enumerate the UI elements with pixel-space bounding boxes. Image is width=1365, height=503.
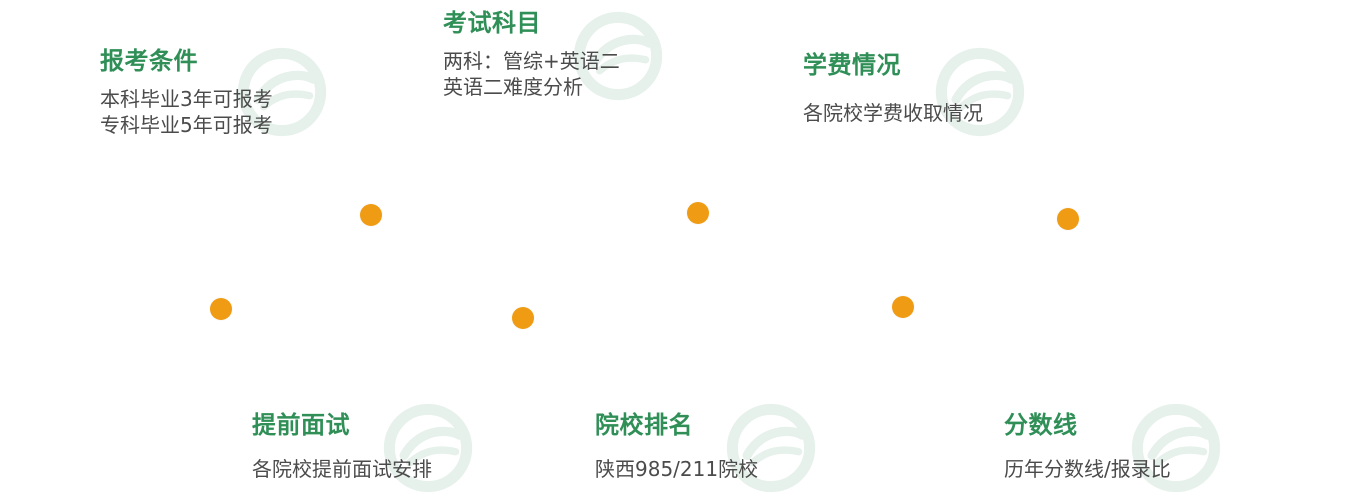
- card-line: 英语二难度分析: [443, 74, 583, 99]
- card-line: 陕西985/211院校: [595, 456, 759, 481]
- timeline-dot: [360, 204, 382, 226]
- timeline-dot: [210, 298, 232, 320]
- card-title: 报考条件: [100, 47, 198, 75]
- card-tuition-fees: 学费情况 各院校学费收取情况: [803, 51, 1063, 126]
- card-lines: 两科：管综+英语二 英语二难度分析: [443, 48, 703, 100]
- card-school-ranking: 院校排名 陕西985/211院校: [595, 411, 855, 482]
- card-score-line: 分数线 历年分数线/报录比: [1004, 411, 1264, 482]
- card-line: 各院校学费收取情况: [803, 100, 983, 125]
- timeline-dot: [1057, 208, 1079, 230]
- card-title: 提前面试: [252, 411, 350, 439]
- card-line: 各院校提前面试安排: [252, 456, 432, 481]
- card-lines: 历年分数线/报录比: [1004, 456, 1264, 482]
- card-line: 专科毕业5年可报考: [100, 112, 273, 137]
- card-exam-subjects: 考试科目 两科：管综+英语二 英语二难度分析: [443, 9, 703, 100]
- card-lines: 各院校学费收取情况: [803, 100, 1063, 126]
- card-application-requirements: 报考条件 本科毕业3年可报考 专科毕业5年可报考: [100, 47, 360, 138]
- timeline-dot: [892, 296, 914, 318]
- card-line: 本科毕业3年可报考: [100, 86, 273, 111]
- card-lines: 本科毕业3年可报考 专科毕业5年可报考: [100, 86, 360, 138]
- card-early-interview: 提前面试 各院校提前面试安排: [252, 411, 512, 482]
- timeline-dot: [512, 307, 534, 329]
- card-title: 分数线: [1004, 411, 1078, 439]
- card-title: 考试科目: [443, 9, 541, 37]
- card-lines: 各院校提前面试安排: [252, 456, 512, 482]
- card-title: 院校排名: [595, 411, 693, 439]
- card-line: 历年分数线/报录比: [1004, 456, 1171, 481]
- card-lines: 陕西985/211院校: [595, 456, 855, 482]
- card-line: 两科：管综+英语二: [443, 48, 620, 73]
- card-title: 学费情况: [803, 51, 901, 79]
- timeline-dot: [687, 202, 709, 224]
